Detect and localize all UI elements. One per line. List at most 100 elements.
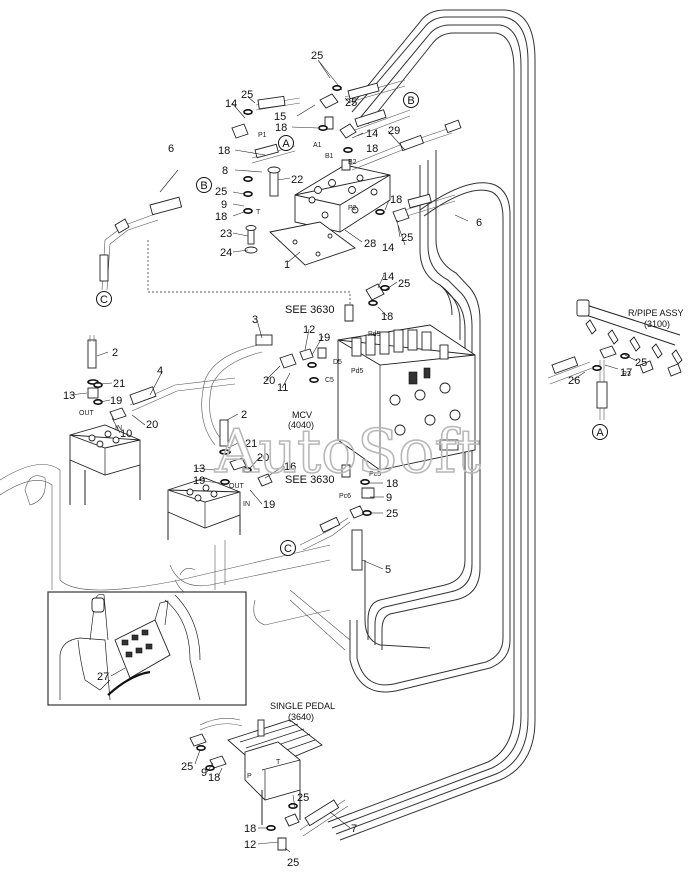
connector-a-top: A: [278, 135, 294, 151]
pilot-manifold-block: [99, 79, 462, 310]
svg-text:B2: B2: [348, 159, 357, 166]
callout: 25: [345, 97, 357, 109]
callout: 7: [351, 823, 357, 835]
callout: 18: [275, 122, 287, 134]
connector-b-top: B: [403, 92, 419, 108]
mcv-number: (4040): [288, 420, 314, 430]
svg-text:Pc5: Pc5: [369, 471, 381, 478]
callout: 25: [215, 186, 227, 198]
callout: 26: [568, 375, 580, 387]
callout: 11: [277, 382, 288, 394]
callout: 17: [620, 367, 632, 379]
svg-text:OUT: OUT: [229, 483, 245, 490]
callout: 12: [244, 839, 256, 851]
callout: 18: [208, 772, 220, 784]
callout: 28: [364, 238, 376, 250]
callout: 18: [366, 143, 378, 155]
svg-text:P2: P2: [348, 205, 357, 212]
callout: 10: [120, 428, 132, 440]
callout: 14: [382, 271, 394, 283]
svg-text:IN: IN: [115, 425, 122, 432]
machine-frame-outline: [0, 464, 351, 651]
svg-text:C: C: [284, 543, 292, 555]
callout: 20: [263, 375, 275, 387]
callout: 2: [112, 347, 118, 359]
callout: 5: [385, 564, 391, 576]
svg-text:R3: R3: [622, 371, 631, 378]
single-pedal-label: SINGLE PEDAL: [270, 701, 335, 711]
callout: 20: [257, 452, 269, 464]
connector-c-left: C: [96, 291, 112, 307]
callout: 25: [386, 508, 398, 520]
callout: 29: [388, 125, 400, 137]
single-pedal-number: (3640): [288, 712, 314, 722]
autosoft-watermark: AutoSoft: [214, 417, 481, 487]
callout: 14: [366, 128, 378, 140]
cab-inset: [47, 591, 247, 706]
svg-text:A1: A1: [313, 142, 322, 149]
callout: 20: [146, 419, 158, 431]
svg-text:P: P: [247, 773, 252, 780]
callout: 18: [218, 145, 230, 157]
callout: 14: [382, 242, 394, 254]
part-callouts: 25 14 25 15 25 18 14 29 18 18 8 22 6 25 …: [63, 50, 647, 869]
callout: 19: [318, 332, 330, 344]
callout: 2: [241, 409, 247, 421]
svg-text:Pc6: Pc6: [339, 493, 351, 500]
r-pipe-assy-number: (3100): [644, 319, 670, 329]
svg-text:B: B: [407, 95, 414, 107]
callout: 4: [157, 365, 163, 377]
callout: 3: [252, 314, 258, 326]
callout: 25: [311, 50, 323, 62]
svg-text:A: A: [282, 138, 290, 150]
svg-text:OUT: OUT: [79, 410, 95, 417]
leader-lines: [69, 59, 638, 853]
callout: 19: [193, 475, 205, 487]
callout: 14: [225, 98, 237, 110]
mcv-label: MCV: [292, 410, 312, 420]
port-labels: P1 A1 B1 B2 T P2 Pd5 Pd5 D5 C5 Pc5 Pc6 O…: [79, 132, 631, 780]
svg-text:A: A: [596, 427, 604, 439]
svg-text:Pd5: Pd5: [368, 331, 381, 338]
single-pedal-assembly: [189, 718, 349, 851]
callout: 1: [284, 259, 290, 271]
callout: 9: [386, 492, 392, 504]
callout: 18: [381, 311, 393, 323]
svg-text:Pd5: Pd5: [351, 368, 364, 375]
svg-text:T: T: [276, 759, 281, 766]
callout: 18: [244, 823, 256, 835]
callout: 15: [274, 111, 286, 123]
callout: 22: [291, 174, 303, 186]
callout: 9: [221, 199, 227, 211]
right-pilot-valve-base: [167, 419, 351, 551]
svg-text:C5: C5: [325, 377, 334, 384]
callout: 16: [284, 461, 296, 473]
svg-text:D5: D5: [333, 359, 342, 366]
callout: 21: [245, 438, 257, 450]
callout: 25: [241, 89, 253, 101]
callout: 25: [398, 278, 410, 290]
r-pipe-assy-label: R/PIPE ASSY: [628, 308, 684, 318]
callout: 27: [97, 671, 109, 683]
callout: 9: [201, 767, 207, 779]
callout: 19: [263, 499, 275, 511]
svg-text:P1: P1: [258, 132, 267, 139]
see-3630-bottom: SEE 3630: [285, 474, 335, 486]
svg-text:T: T: [256, 209, 261, 216]
callout: 25: [181, 761, 193, 773]
r-pipe-assembly: [547, 299, 683, 420]
connector-c-mid: C: [280, 540, 296, 556]
callout: 13: [63, 390, 75, 402]
callout: 6: [476, 217, 482, 229]
callout: 21: [113, 378, 125, 390]
svg-text:IN: IN: [243, 501, 250, 508]
callout: 25: [401, 232, 413, 244]
callout: 19: [110, 395, 122, 407]
callout: 25: [297, 792, 309, 804]
main-control-valve: [201, 283, 476, 571]
callout: 8: [222, 165, 228, 177]
callout: 18: [215, 211, 227, 223]
callout: 24: [220, 247, 232, 259]
svg-text:B1: B1: [325, 153, 334, 160]
